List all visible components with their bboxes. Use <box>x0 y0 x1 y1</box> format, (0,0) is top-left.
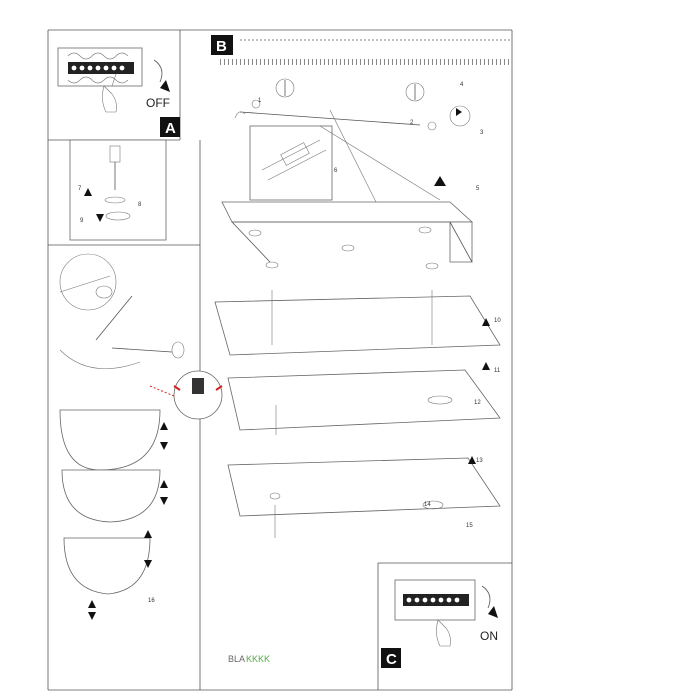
screw-detail <box>69 139 167 241</box>
panel-a-letter: A <box>165 120 176 137</box>
panel-a-box <box>160 117 180 137</box>
step-1: 1 <box>258 98 262 104</box>
step-11: 11 <box>494 368 501 374</box>
step-2: 2 <box>410 120 414 126</box>
switch-on-panel: ON C <box>381 579 498 668</box>
panel-c-box <box>381 648 401 668</box>
hand-icon-on <box>436 619 451 647</box>
step-14: 14 <box>424 502 431 508</box>
off-label: OFF <box>146 96 170 110</box>
cable-connection-detail <box>59 253 185 370</box>
step-10: 10 <box>494 318 501 324</box>
terminal-block <box>67 52 134 84</box>
panel-b-letter: B <box>216 38 227 55</box>
rotate-indicator-icon <box>449 105 471 127</box>
bracket-detail <box>249 109 441 211</box>
step-4: 4 <box>460 82 464 88</box>
glass-panel-3 <box>227 456 501 538</box>
lamp-shade-steps <box>59 409 168 620</box>
step-9: 9 <box>80 218 84 224</box>
step-5: 5 <box>476 186 480 192</box>
canopy-base <box>221 176 474 270</box>
step-12: 12 <box>474 400 481 406</box>
panel-b-box <box>211 35 233 55</box>
ceiling-section: B <box>211 35 512 65</box>
brand-suffix: KKKK <box>246 654 270 664</box>
step-13: 13 <box>476 458 483 464</box>
rotate-arrow-on-icon <box>481 585 491 609</box>
glass-panel-1 <box>214 290 501 356</box>
rotate-arrow-icon <box>153 59 163 83</box>
step-3: 3 <box>480 130 484 136</box>
step-6: 6 <box>334 168 338 174</box>
terminal-zoom-detail <box>149 370 223 420</box>
step-7: 7 <box>78 186 82 192</box>
step-markers: 1 2 3 4 5 6 7 8 9 10 11 12 13 14 15 16 <box>78 82 501 604</box>
wall-plugs-step <box>234 78 471 131</box>
panel-c-letter: C <box>386 651 397 668</box>
terminal-block-on <box>403 594 469 606</box>
brand-logo: BLA KKKK <box>228 654 270 664</box>
step-16: 16 <box>148 598 155 604</box>
on-label: ON <box>480 629 498 643</box>
hand-icon <box>102 73 117 113</box>
brand-prefix: BLA <box>228 654 245 664</box>
switch-off-panel: OFF A <box>57 47 180 137</box>
glass-panel-2 <box>227 362 501 435</box>
step-15: 15 <box>466 523 473 529</box>
step-8: 8 <box>138 202 142 208</box>
